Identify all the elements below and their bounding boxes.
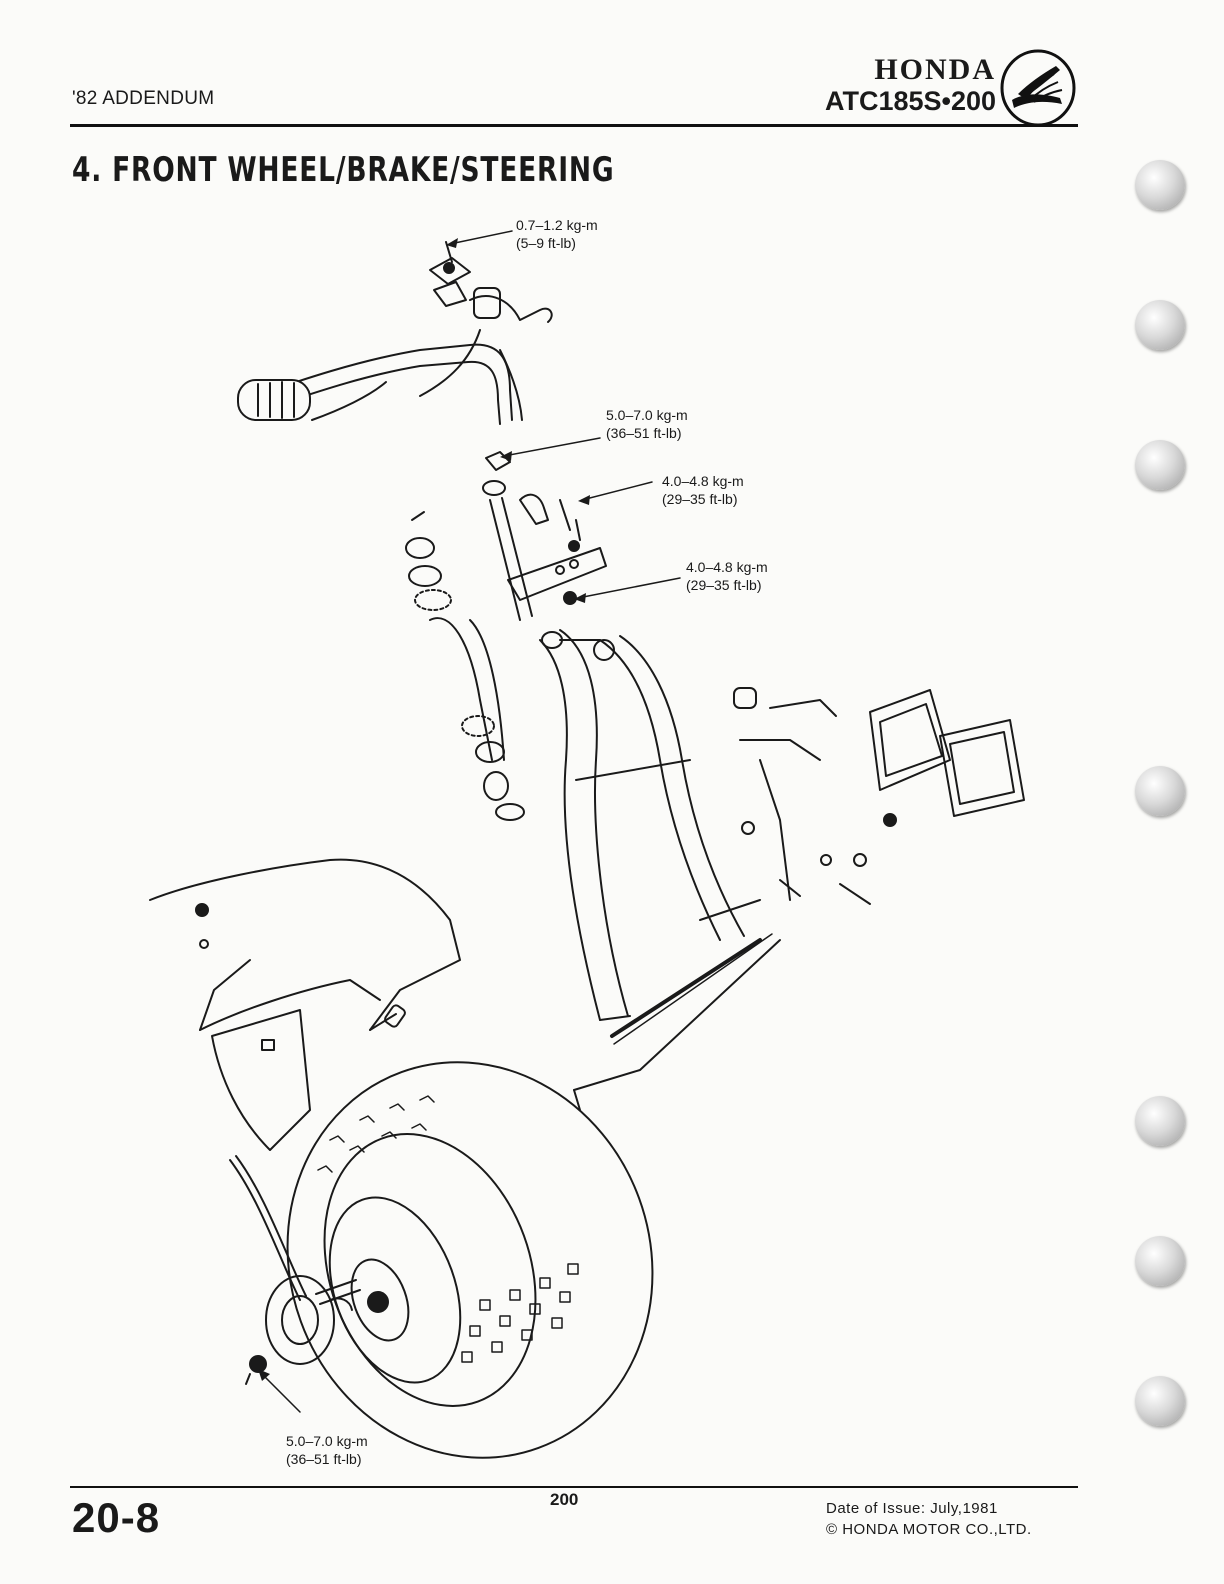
binder-hole: [1135, 1236, 1185, 1286]
section-page-number: 20-8: [72, 1494, 160, 1542]
torque-callout-handlebar-bolt: 0.7–1.2 kg-m (5–9 ft-lb): [516, 216, 598, 252]
steering-stem: [483, 452, 606, 620]
torque-callout-axle-nut: 5.0–7.0 kg-m (36–51 ft-lb): [286, 1432, 368, 1468]
brake-drum: [246, 1276, 360, 1384]
binder-hole: [1135, 300, 1185, 350]
binder-hole: [1135, 1096, 1185, 1146]
torque-callout-stem-nut: 5.0–7.0 kg-m (36–51 ft-lb): [606, 406, 688, 442]
issue-info: Date of Issue: July,1981 © HONDA MOTOR C…: [826, 1498, 1032, 1540]
binder-hole: [1135, 440, 1185, 490]
binder-hole: [1135, 1376, 1185, 1426]
front-fender: [150, 860, 460, 1150]
torque-callout-holder-bolt: 4.0–4.8 kg-m (29–35 ft-lb): [662, 472, 744, 508]
headlight-assembly: [734, 688, 1024, 904]
binder-hole: [1135, 160, 1185, 210]
steering-bearings: [406, 512, 524, 820]
footer-rule: [70, 1486, 1078, 1488]
binder-hole: [1135, 766, 1185, 816]
handlebar-assembly: [238, 242, 552, 424]
issue-date: Date of Issue: July,1981: [826, 1498, 1032, 1519]
torque-callout-holder-nut: 4.0–4.8 kg-m (29–35 ft-lb): [686, 558, 768, 594]
copyright: © HONDA MOTOR CO.,LTD.: [826, 1519, 1032, 1540]
page-number: 200: [550, 1490, 578, 1510]
axle-bracket: [574, 940, 780, 1110]
